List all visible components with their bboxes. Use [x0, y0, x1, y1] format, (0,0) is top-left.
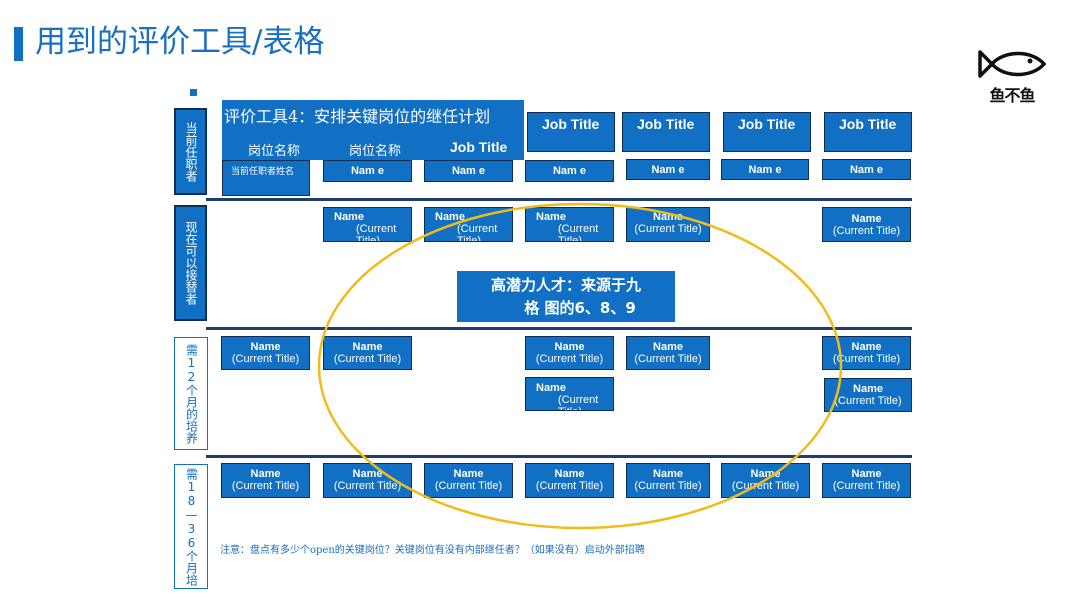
- callout-line-1: 高潜力人才：来源于九: [490, 276, 641, 294]
- fish-logo-icon: [978, 50, 1047, 78]
- successor-card: Name(Current Title): [221, 463, 310, 498]
- incumbent-name-box: Nam e: [424, 160, 513, 182]
- incumbent-name-box: Nam e: [323, 160, 412, 182]
- successor-card: Name(Current Title): [525, 377, 614, 411]
- row-separator: [206, 198, 912, 201]
- incumbent-name-label: 当前任职者姓名: [222, 160, 310, 196]
- side-label-18-36-months: 需18—36个月培: [174, 464, 208, 589]
- side-label-12-months: 需12个月的培养: [174, 337, 208, 450]
- side-label-current-holder: 当前任职者: [174, 108, 207, 195]
- successor-card: Name(Current Title): [424, 463, 513, 498]
- job-title-box: Job Title: [723, 112, 811, 152]
- successor-card: Name(Current Title): [822, 463, 911, 498]
- successor-card: Name(Current Title): [626, 463, 710, 498]
- successor-card: Name(Current Title): [822, 207, 911, 242]
- job-title-box: Job Title: [622, 112, 710, 152]
- incumbent-name-box: Nam e: [721, 159, 809, 180]
- successor-card: Name(Current Title): [221, 336, 310, 370]
- successor-card: Name(Current Title): [525, 336, 614, 370]
- fish-logo: 鱼不鱼: [970, 46, 1054, 106]
- header-job-title: Job Title: [450, 139, 508, 155]
- footnote: 注意：盘点有多少个open的关键岗位？关键岗位有没有内部继任者？（如果没有）启动…: [220, 545, 645, 556]
- title-accent-bar: [14, 27, 23, 61]
- successor-card: Name(Current Title): [525, 463, 614, 498]
- row-separator: [206, 455, 912, 458]
- successor-card: Name(Current Title): [323, 463, 412, 498]
- successor-card: Name(Current Title): [424, 207, 513, 242]
- tool-title: 评价工具4：安排关键岗位的继任计划: [224, 107, 491, 126]
- high-potential-callout: 高潜力人才：来源于九 格 图的6、8、9: [457, 271, 675, 322]
- job-title-box: Job Title: [527, 112, 615, 152]
- tool-header-panel: [222, 100, 524, 160]
- successor-card: Name(Current Title): [626, 336, 710, 370]
- incumbent-name-box: Nam e: [525, 160, 614, 182]
- callout-line-2: 格 图的6、8、9: [524, 299, 636, 317]
- header-position-name: 岗位名称: [349, 144, 402, 159]
- successor-card: Name(Current Title): [323, 207, 412, 242]
- successor-card: Name(Current Title): [525, 207, 614, 242]
- header-position-name: 岗位名称: [248, 144, 301, 159]
- incumbent-name-box: Nam e: [822, 159, 911, 180]
- successor-card: Name(Current Title): [323, 336, 412, 370]
- incumbent-name-box: Nam e: [626, 159, 710, 180]
- row-separator: [206, 327, 912, 330]
- bullet-square: [190, 89, 197, 96]
- side-label-ready-now: 现在可以接替者: [174, 205, 207, 321]
- logo-text: 鱼不鱼: [989, 86, 1035, 105]
- job-title-box: Job Title: [824, 112, 912, 152]
- page-title: 用到的评价工具/表格: [35, 24, 325, 60]
